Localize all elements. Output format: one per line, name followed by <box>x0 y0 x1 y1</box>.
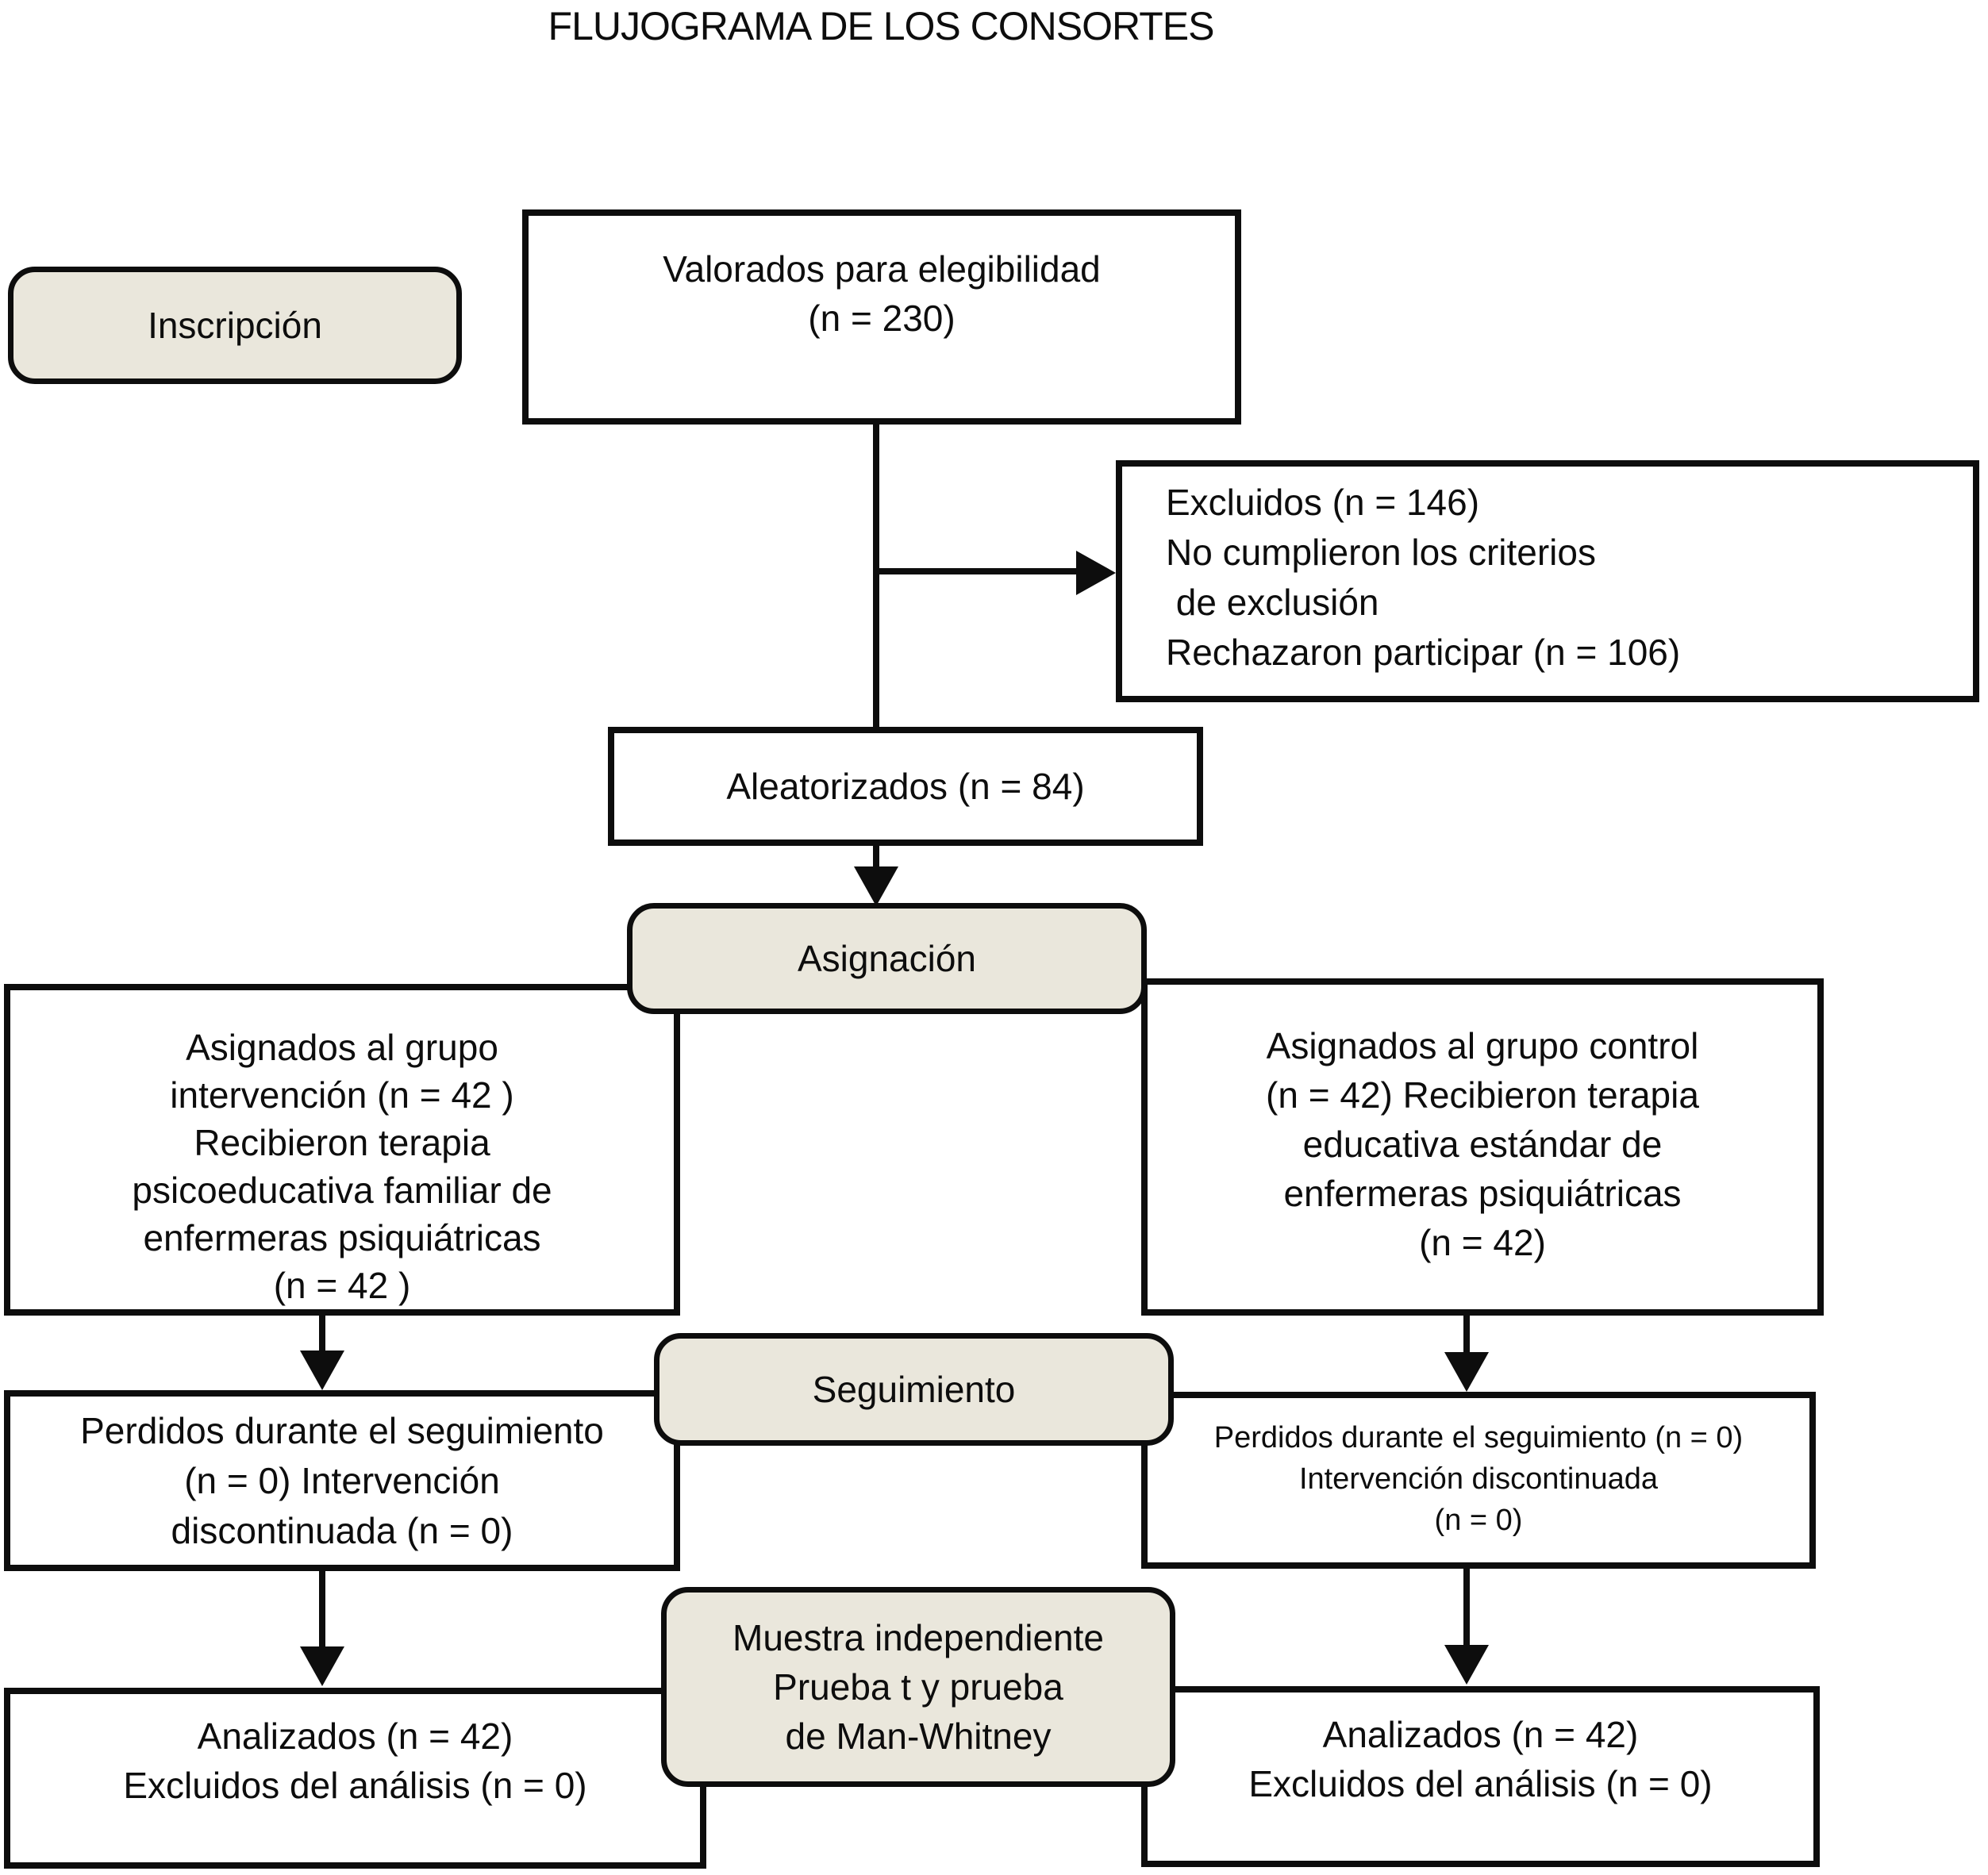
connector-intervention-lost-to-analyzed <box>319 1570 325 1649</box>
control-analyzed-text: Analizados (n = 42) Excluidos del anális… <box>1248 1714 1713 1804</box>
intervention-lost-followup-box: Perdidos durante el seguimiento (n = 0) … <box>4 1390 680 1571</box>
arrowhead-control-analyzed-icon <box>1444 1645 1489 1685</box>
arrowhead-intervention-lost-icon <box>300 1351 344 1390</box>
control-analyzed-box: Analizados (n = 42) Excluidos del anális… <box>1141 1686 1820 1867</box>
connector-intervention-to-lost <box>319 1309 325 1354</box>
diagram-title: FLUJOGRAMA DE LOS CONSORTES <box>548 4 1215 48</box>
followup-stage-text: Seguimiento <box>812 1369 1016 1410</box>
assessed-eligibility-box: Valorados para elegibilidad (n = 230) <box>522 209 1241 425</box>
intervention-analyzed-text: Analizados (n = 42) Excluidos del anális… <box>123 1716 587 1806</box>
excluded-text: Excluidos (n = 146) No cumplieron los cr… <box>1166 482 1681 673</box>
randomized-box: Aleatorizados (n = 84) <box>608 727 1203 846</box>
arrowhead-intervention-analyzed-icon <box>300 1646 344 1686</box>
arrowhead-allocation-icon <box>854 866 898 906</box>
excluded-box: Excluidos (n = 146) No cumplieron los cr… <box>1116 460 1979 702</box>
followup-stage-label: Seguimiento <box>654 1333 1174 1446</box>
intervention-group-text: Asignados al grupo intervención (n = 42 … <box>132 1027 552 1306</box>
allocation-stage-text: Asignación <box>797 938 977 979</box>
connector-branch-to-excluded <box>876 568 1078 574</box>
intervention-analyzed-box: Analizados (n = 42) Excluidos del anális… <box>4 1688 706 1869</box>
connector-control-lost-to-analyzed <box>1463 1567 1470 1646</box>
control-lost-followup-box: Perdidos durante el seguimiento (n = 0) … <box>1141 1392 1816 1569</box>
connector-assessed-to-randomized <box>873 423 879 730</box>
enrollment-stage-label: Inscripción <box>8 267 462 384</box>
randomized-text: Aleatorizados (n = 84) <box>726 766 1085 807</box>
connector-randomized-to-allocation <box>873 844 879 870</box>
enrollment-stage-text: Inscripción <box>148 305 322 346</box>
intervention-group-box: Asignados al grupo intervención (n = 42 … <box>4 984 680 1316</box>
control-lost-followup-text: Perdidos durante el seguimiento (n = 0) … <box>1213 1421 1744 1537</box>
arrowhead-excluded-icon <box>1076 551 1116 595</box>
assessed-eligibility-text: Valorados para elegibilidad (n = 230) <box>663 248 1101 339</box>
control-group-box: Asignados al grupo control (n = 42) Reci… <box>1141 978 1824 1316</box>
control-group-text: Asignados al grupo control (n = 42) Reci… <box>1266 1025 1699 1263</box>
arrowhead-control-lost-icon <box>1444 1352 1489 1392</box>
analysis-stage-text: Muestra independiente Prueba t y prueba … <box>733 1617 1104 1757</box>
analysis-stage-label: Muestra independiente Prueba t y prueba … <box>661 1587 1175 1787</box>
connector-control-to-lost <box>1463 1314 1470 1355</box>
allocation-stage-label: Asignación <box>627 903 1147 1014</box>
intervention-lost-followup-text: Perdidos durante el seguimiento (n = 0) … <box>80 1410 604 1551</box>
